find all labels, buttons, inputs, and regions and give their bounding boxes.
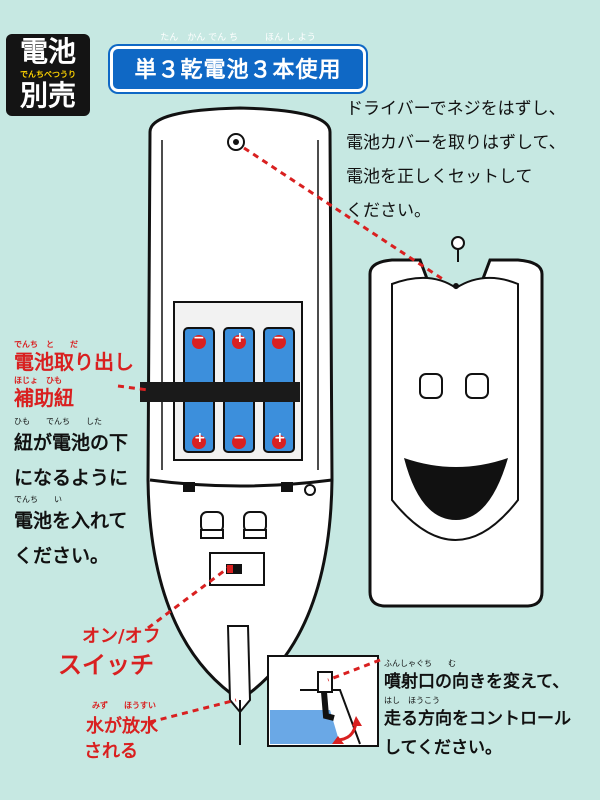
battery-1-terminal-top <box>192 335 206 349</box>
badge-line2: 別売 <box>19 79 76 112</box>
battery-3-terminal-bottom <box>272 435 286 449</box>
ribbon-note-line-3: 電池を入れて <box>14 510 128 532</box>
switch-toggle <box>226 564 242 574</box>
instructions: ドライバーでネジをはずし、 電池カバーを取りはずして、 電池を正しくセットして … <box>346 92 596 228</box>
water-label-2: される <box>84 741 138 762</box>
instruction-line-4: ください。 <box>346 201 431 221</box>
nozzle-ruby-2: はし ほうこう <box>384 696 440 705</box>
battery-3-minus: − <box>273 330 285 346</box>
nozzle-line-3: してください。 <box>384 738 502 758</box>
battery-2-terminal-bottom <box>232 435 246 449</box>
battery-2-minus: − <box>233 430 245 446</box>
battery-1-plus: + <box>194 430 206 446</box>
battery-3-terminal-top <box>272 335 286 349</box>
instruction-line-3: 電池を正しくセットして <box>346 167 533 187</box>
pull-ribbon-ruby-1: でんち と だ <box>14 340 78 349</box>
ribbon-note-line-4: ください。 <box>14 545 110 567</box>
nozzle-note: ふんしゃぐち む 噴射口の向きを変えて、 はし ほうこう 走る方向をコントロール… <box>384 660 596 763</box>
cockpit-window <box>404 458 508 520</box>
ribbon-note-ruby-3: でんち い <box>14 495 62 504</box>
battery-1-terminal-bottom <box>192 435 206 449</box>
header-title: 単３乾電池３本使用 <box>134 58 342 83</box>
hull-inner-lines <box>161 140 319 470</box>
ribbon-note-line-2: になるように <box>14 467 129 489</box>
pull-ribbon <box>140 382 300 402</box>
battery-1-minus: − <box>193 330 205 346</box>
battery-3-plus: + <box>274 430 286 446</box>
water-nozzle <box>226 625 252 714</box>
ribbon-note: ひも でんち した 紐が電池の下 になるように でんち い 電池を入れて くださ… <box>14 418 164 574</box>
header-banner <box>110 46 366 92</box>
switch-label-1: オン/オフ <box>82 626 161 647</box>
screw-pointer <box>243 146 445 282</box>
badge-ruby: でんちべつうり <box>20 70 76 79</box>
water-pointer <box>149 698 237 724</box>
battery-2-terminal-top <box>232 335 246 349</box>
nozzle-line-1: 噴射口の向きを変えて、 <box>384 672 570 692</box>
nozzle-line-2: 走る方向をコントロール <box>384 709 571 729</box>
pull-ribbon-text-2: 補助紐 <box>14 386 74 410</box>
screw-icon <box>451 236 465 250</box>
header-ruby: たん かん でん ち ほん し よう <box>160 33 316 43</box>
pull-ribbon-label: でんち と だ 電池取り出し ほじょ ひも 補助紐 <box>14 340 134 412</box>
ribbon-pointer <box>117 384 149 392</box>
water-label-1: 水が放水 <box>86 716 158 737</box>
battery-2-plus: + <box>234 330 246 346</box>
switch-pointer <box>147 566 229 630</box>
water-ruby: みず ほうすい <box>92 701 156 710</box>
pull-ribbon-ruby-2: ほじょ ひも <box>14 376 62 385</box>
ribbon-note-ruby-1: ひも でんち した <box>14 417 102 426</box>
switch-label-2: スイッチ <box>58 651 154 679</box>
nozzle-ruby-1: ふんしゃぐち む <box>384 659 456 668</box>
battery-sold-separately-badge <box>6 34 90 116</box>
instruction-line-2: 電池カバーを取りはずして、 <box>346 133 566 153</box>
pull-ribbon-text-1: 電池取り出し <box>14 350 134 374</box>
instruction-line-1: ドライバーでネジをはずし、 <box>346 99 566 119</box>
ribbon-note-line-1: 紐が電池の下 <box>14 432 129 454</box>
badge-line1: 電池 <box>19 35 76 68</box>
